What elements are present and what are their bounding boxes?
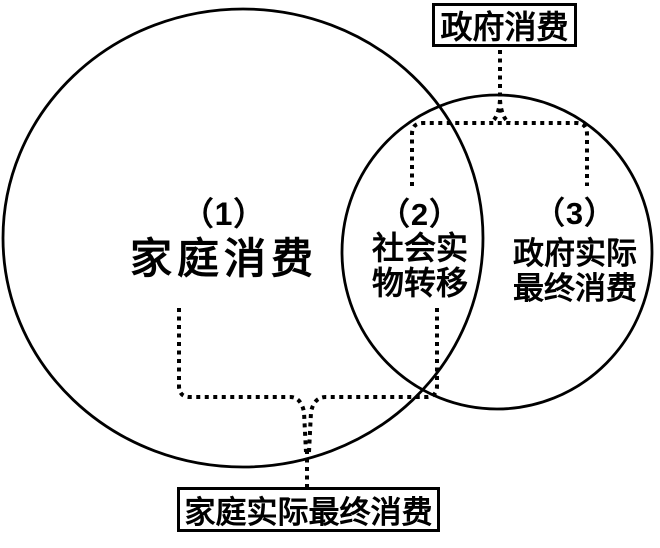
region-1-name: 家庭消费: [129, 235, 319, 282]
household-consumption-circle: [1, 7, 485, 469]
bottom-connector-branch-right: [307, 308, 439, 453]
government-actual-consumption-circle: [340, 93, 654, 411]
household-actual-final-consumption-box: 家庭实际最终消费: [177, 487, 440, 532]
region-2-label: （2） 社会实 物转移: [372, 198, 468, 301]
region-1-number: （1）: [181, 196, 267, 232]
region-2-name-line-2: 物转移: [371, 265, 469, 301]
region-3-number: （3）: [533, 196, 617, 231]
region-3-label: （3） 政府实际 最终消费: [513, 192, 637, 306]
government-consumption-box-label: 政府消费: [440, 9, 569, 45]
bottom-connector-branch-left: [177, 308, 308, 453]
government-consumption-box: 政府消费: [432, 3, 577, 47]
household-actual-final-consumption-box-label: 家庭实际最终消费: [184, 495, 433, 530]
region-1-label: （1） 家庭消费: [130, 192, 318, 282]
region-2-name-line-1: 社会实: [371, 230, 469, 266]
region-2-number: （2）: [378, 197, 462, 232]
region-3-name-line-2: 最终消费: [513, 271, 637, 306]
top-connector-bracket: [410, 121, 589, 186]
top-connector-fork-right: [498, 99, 512, 125]
region-3-name-line-1: 政府实际: [513, 236, 637, 271]
